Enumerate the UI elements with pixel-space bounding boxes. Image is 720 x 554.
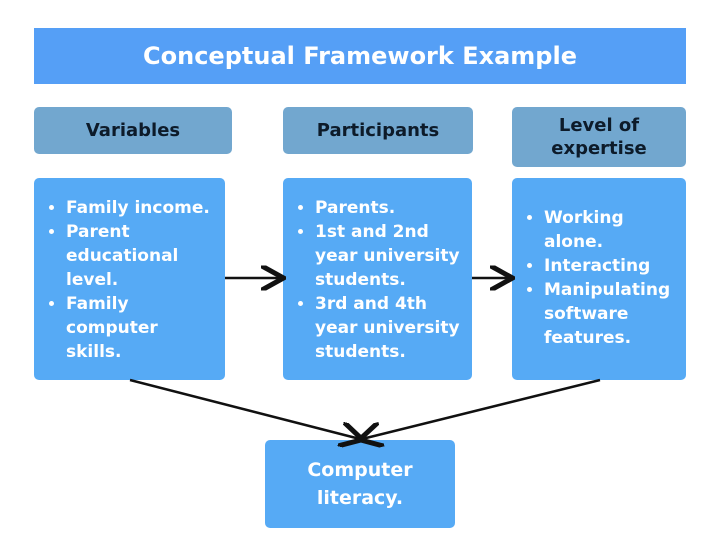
participants-box: Parents.1st and 2nd year university stud… [283,178,472,380]
expertise-box: Working alone.InteractingManipulating so… [512,178,686,380]
list-item: Family computer skills. [66,292,217,364]
outcome-box: Computer literacy. [265,440,455,528]
list-item: Parent educational level. [66,220,217,292]
header-variables: Variables [34,107,232,154]
arrow-variables-outcome [129,378,360,439]
variables-box: Family income.Parent educational level.F… [34,178,225,380]
list-item: 1st and 2nd year university students. [315,220,464,292]
list-item: Family income. [66,196,217,220]
list-item: Manipulating software features. [544,278,678,350]
header-participants: Participants [283,107,473,154]
diagram-title: Conceptual Framework Example [34,28,686,84]
list-item: 3rd and 4th year university students. [315,292,464,364]
list-item: Working alone. [544,206,678,254]
header-level-of-expertise: Level of expertise [512,107,686,167]
list-item: Interacting [544,254,678,278]
arrow-expertise-outcome [362,378,601,439]
list-item: Parents. [315,196,464,220]
